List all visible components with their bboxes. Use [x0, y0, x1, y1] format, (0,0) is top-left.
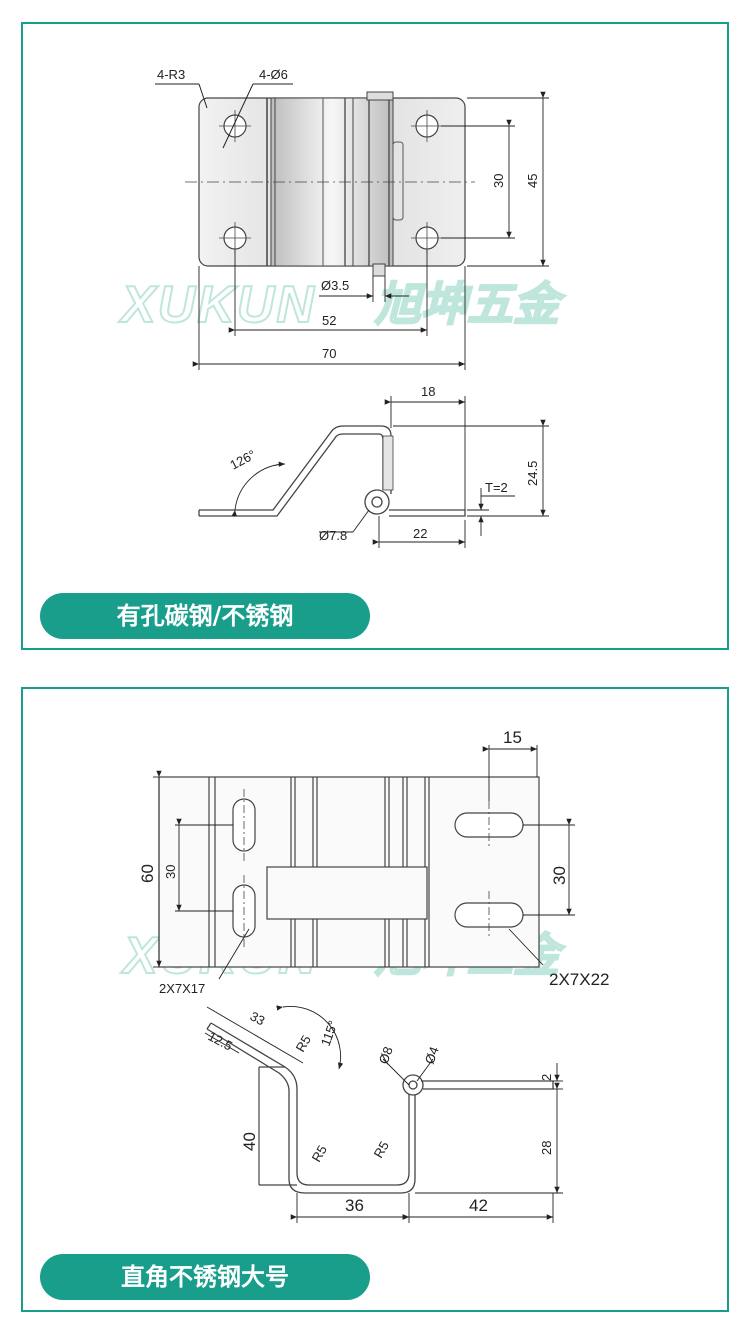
- dim-slot-spacing-left: 30: [163, 865, 178, 879]
- dim-thickness-2: 2: [539, 1074, 554, 1081]
- dim-inner-r1: R5: [309, 1143, 330, 1165]
- dim-inner-r2: R5: [371, 1139, 392, 1161]
- hinge-side-profile: [198, 425, 466, 517]
- hinge-drawing-2: XUKUN 旭坤五金: [119, 728, 610, 1223]
- hinge-plate-top-view: [185, 91, 475, 277]
- dim-rise: 24.5: [525, 461, 540, 486]
- mounting-holes: [219, 110, 443, 254]
- dim-base: 36: [345, 1196, 364, 1215]
- dim-angle: 126°: [227, 447, 258, 473]
- dim-height-2: 60: [138, 864, 157, 883]
- dim-thickness: T=2: [485, 480, 508, 495]
- dim-knuckle: Ø7.8: [319, 528, 347, 543]
- dim-slot-spacing-w: 15: [503, 728, 522, 747]
- dim-leg-short: 12.5: [206, 1028, 235, 1053]
- label-badge-2: 直角不锈钢大号: [40, 1254, 370, 1300]
- label-badge-1: 有孔碳钢/不锈钢: [40, 593, 370, 639]
- watermark: XUKUN 旭坤五金: [117, 275, 567, 335]
- watermark-cn: 旭坤五金: [374, 277, 566, 331]
- dim-width: 70: [322, 346, 336, 361]
- dim-slot-left: 2X7X17: [159, 981, 205, 996]
- dim-flange: 22: [413, 526, 427, 541]
- dim-angle-2: 115°: [318, 1019, 341, 1049]
- dim-bend-r: R5: [293, 1033, 314, 1055]
- dim-offset: 18: [421, 384, 435, 399]
- dim-hole-spacing-v: 30: [491, 174, 506, 188]
- hinge-drawing-1: XUKUN 旭坤五金: [117, 67, 567, 548]
- hinge-drawing-panel-1: XUKUN 旭坤五金: [21, 22, 729, 650]
- dim-height: 45: [525, 174, 540, 188]
- dim-holes: 4-Ø6: [259, 67, 288, 82]
- dim-depth: 40: [240, 1132, 259, 1151]
- dim-leg-len: 33: [248, 1008, 268, 1028]
- dim-pin: Ø3.5: [321, 278, 349, 293]
- watermark-brand: XUKUN: [118, 276, 316, 334]
- dim-knuckle-outer: Ø8: [376, 1045, 396, 1066]
- dim-right-height: 28: [539, 1141, 554, 1155]
- hinge-drawing-panel-2: XUKUN 旭坤五金: [21, 687, 729, 1312]
- dim-pin-2: Ø4: [422, 1045, 442, 1066]
- dim-radius: 4-R3: [157, 67, 185, 82]
- dim-slot-spacing-right: 30: [550, 866, 569, 885]
- dim-slot-right: 2X7X22: [549, 970, 610, 989]
- dim-flange-2: 42: [469, 1196, 488, 1215]
- hinge-plate-top-view-2: [158, 776, 540, 968]
- dim-hole-spacing-h: 52: [322, 313, 336, 328]
